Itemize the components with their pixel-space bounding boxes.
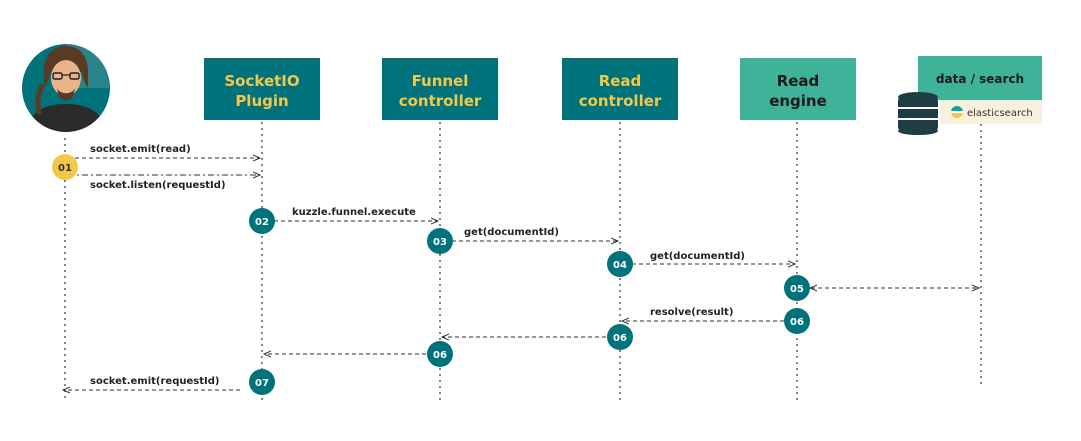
message-label-socket-emit-read: socket.emit(read) [90, 144, 191, 155]
participant-readctl-line2: controller [579, 92, 662, 110]
user-avatar-icon [22, 44, 110, 132]
participant-engine-line1: Read [777, 72, 820, 90]
step-badge: 06 [427, 341, 453, 367]
database-icon [898, 92, 938, 135]
message-label-get-engine: get(documentId) [650, 251, 745, 262]
participant-readctl: Read controller [562, 58, 678, 120]
step-badge: 01 [52, 154, 78, 180]
step-badge: 07 [249, 369, 275, 395]
message-label-funnel-execute: kuzzle.funnel.execute [292, 207, 416, 218]
step-badge: 03 [427, 228, 453, 254]
step-label: 01 [58, 163, 72, 174]
participant-socketio-line1: SocketIO [224, 72, 299, 90]
step-label: 03 [433, 237, 447, 248]
participant-funnel: Funnel controller [382, 58, 498, 120]
elasticsearch-label: elasticsearch [967, 108, 1033, 119]
participant-engine: Read engine [740, 58, 856, 120]
step-badges: 01 02 03 04 05 06 06 06 [52, 154, 810, 395]
participant-datastore: data / search elasticsearch [898, 56, 1042, 135]
participant-socketio: SocketIO Plugin [204, 58, 320, 120]
step-label: 04 [613, 260, 627, 271]
participant-funnel-line2: controller [399, 92, 482, 110]
participant-socketio-line2: Plugin [235, 92, 288, 110]
message-label-socket-emit-requestid: socket.emit(requestId) [90, 376, 219, 387]
participant-readctl-line1: Read [599, 72, 642, 90]
step-label: 06 [613, 333, 627, 344]
step-badge: 06 [607, 324, 633, 350]
step-badge: 02 [249, 208, 275, 234]
step-badge: 05 [784, 275, 810, 301]
message-label-socket-listen: socket.listen(requestId) [90, 180, 226, 191]
step-label: 06 [433, 350, 447, 361]
message-label-get-readctl: get(documentId) [464, 227, 559, 238]
participant-engine-line2: engine [769, 92, 827, 110]
step-label: 06 [790, 317, 804, 328]
elasticsearch-logo-icon [951, 106, 963, 118]
message-label-resolve-result: resolve(result) [650, 307, 733, 318]
step-label: 07 [255, 378, 269, 389]
step-badge: 04 [607, 251, 633, 277]
step-label: 02 [255, 217, 269, 228]
step-badge: 06 [784, 308, 810, 334]
datastore-title: data / search [936, 72, 1024, 86]
lifelines [64, 122, 982, 402]
step-label: 05 [790, 284, 804, 295]
message-arrows [63, 158, 979, 390]
participant-funnel-line1: Funnel [412, 72, 469, 90]
